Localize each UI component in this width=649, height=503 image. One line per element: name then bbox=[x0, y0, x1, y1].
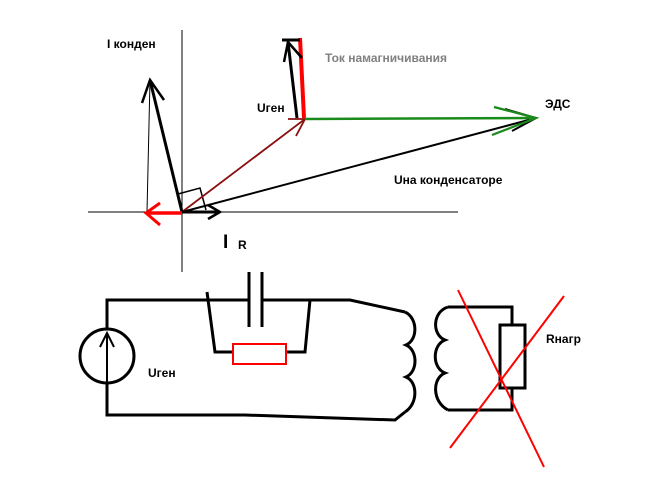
load-resistor bbox=[498, 323, 527, 390]
voltage-source bbox=[78, 327, 136, 385]
right-angle-marker bbox=[177, 187, 207, 211]
label-magnetizing-current: Ток намагничивания bbox=[325, 51, 447, 65]
load-cross-out bbox=[449, 289, 565, 468]
label-i-r-main: I bbox=[223, 232, 228, 253]
transformer-secondary-coil bbox=[433, 305, 450, 412]
wire-top-left bbox=[105, 298, 248, 331]
i-cond-vector bbox=[140, 77, 184, 213]
label-u-capacitor: Uна конденсаторе bbox=[394, 173, 503, 187]
i-r-vector bbox=[182, 203, 223, 221]
circuit-diagram: Uген Rнагр bbox=[78, 272, 581, 468]
wire-bottom bbox=[105, 383, 406, 422]
u-capacitor-vector bbox=[181, 108, 539, 213]
load-wire-bottom bbox=[448, 388, 514, 412]
label-r-load: Rнагр bbox=[546, 332, 581, 346]
upper-black-vector bbox=[282, 38, 303, 119]
u-gen-vector bbox=[181, 118, 307, 213]
wire-top-right bbox=[262, 298, 406, 314]
label-i-cond: I конден bbox=[107, 37, 156, 51]
label-emf: ЭДС bbox=[545, 97, 571, 111]
emf-vector bbox=[304, 105, 540, 137]
label-i-r-sub: R bbox=[238, 238, 247, 252]
label-u-gen-source: Uген bbox=[148, 366, 176, 380]
parallel-resistor bbox=[232, 343, 287, 365]
red-current-arrow bbox=[143, 201, 182, 227]
magnetizing-current-vector bbox=[298, 37, 306, 119]
vector-diagram: I конден Ток намагничивания Uген ЭДС Uна… bbox=[88, 30, 571, 272]
load-wire bbox=[448, 305, 514, 325]
transformer-primary-coil bbox=[402, 310, 417, 414]
label-u-gen-vector: Uген bbox=[257, 101, 285, 115]
